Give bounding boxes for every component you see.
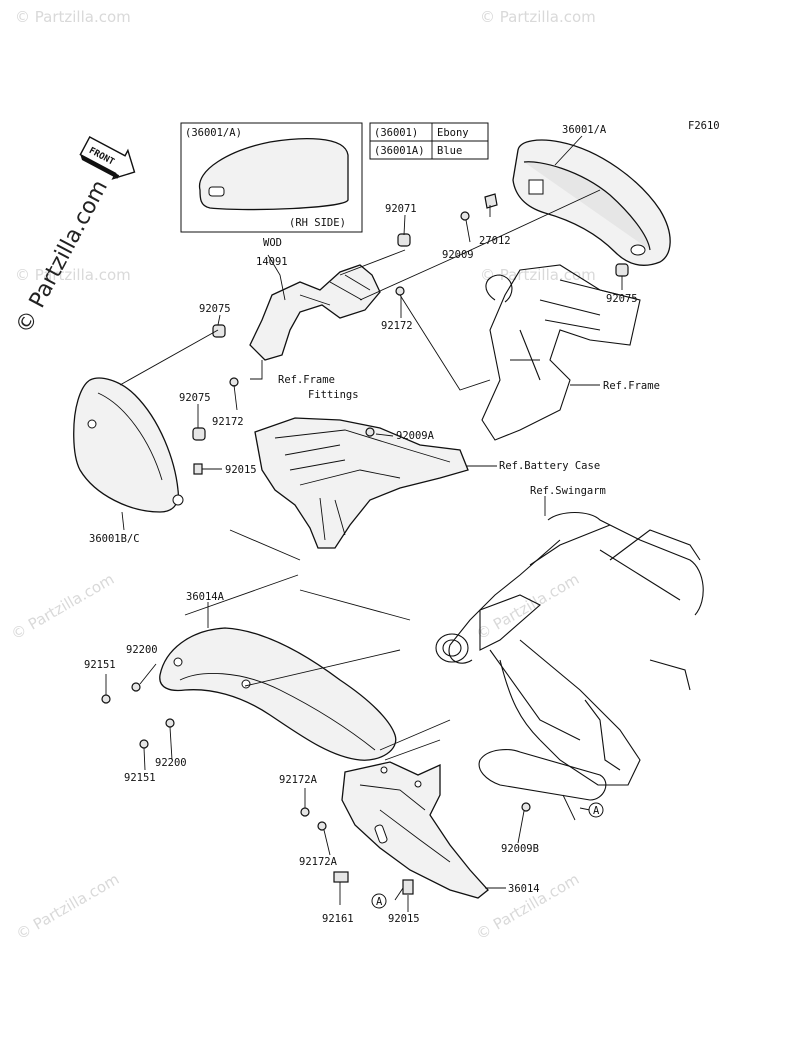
label-92075-right: 92075 [606, 293, 638, 305]
chain-cover-36014A [159, 627, 397, 761]
label-92172A-low: 92172A [299, 856, 338, 868]
ref-a-left: A [376, 896, 383, 908]
label-92075-low: 92075 [179, 392, 211, 404]
watermark-small: © Partzilla.com [15, 8, 131, 26]
legend-code-2: (36001A) [374, 145, 425, 157]
watermark-main: © Partzilla.com [11, 176, 113, 338]
ref-circle-a-right [588, 802, 604, 818]
watermark-small: © Partzilla.com [8, 570, 117, 643]
label-92075-left: 92075 [199, 303, 231, 315]
label-ref-swingarm: Ref.Swingarm [530, 485, 606, 497]
label-36001BC: 36001B/C [89, 533, 140, 545]
label-27012: 27012 [479, 235, 511, 247]
fasteners [101, 193, 629, 895]
label-92009A: 92009A [396, 430, 435, 442]
watermark-small: © Partzilla.com [473, 870, 582, 943]
label-wod: WOD [263, 237, 282, 249]
label-ref-frame-fittings-2: Fittings [308, 389, 359, 401]
side-cover-left [73, 377, 184, 513]
label-36014: 36014 [508, 883, 540, 895]
watermark-small: © Partzilla.com [15, 266, 131, 284]
part-labels: 36001/A 92071 27012 92009 92075 WOD 1409… [84, 124, 660, 925]
label-ref-frame: Ref.Frame [603, 380, 660, 392]
label-ref-battery-case: Ref.Battery Case [499, 460, 600, 472]
label-36014A: 36014A [186, 591, 225, 603]
leader-lines [105, 135, 623, 912]
label-92009B: 92009B [501, 843, 539, 855]
label-ref-frame-fittings-1: Ref.Frame [278, 374, 335, 386]
legend-code-1: (36001) [374, 127, 418, 139]
color-legend: (36001) Ebony (36001A) Blue [369, 122, 489, 160]
bracket-14091 [249, 264, 381, 361]
legend-color-2: Blue [437, 145, 462, 157]
front-arrow-icon: FRONT [79, 136, 136, 180]
label-92161: 92161 [322, 913, 354, 925]
label-92172A-up: 92172A [279, 774, 318, 786]
label-92200-low: 92200 [155, 757, 187, 769]
ref-circle-a-left [371, 893, 387, 909]
label-92151-low: 92151 [124, 772, 156, 784]
ref-a-right: A [593, 805, 600, 817]
swingarm-ref [435, 511, 704, 801]
label-92015-low: 92015 [388, 913, 420, 925]
chain-guard-36014 [341, 761, 489, 899]
label-14091: 14091 [256, 256, 288, 268]
label-92009: 92009 [442, 249, 474, 261]
label-92015-up: 92015 [225, 464, 257, 476]
inset-caption: (RH SIDE) [289, 217, 346, 229]
label-92071: 92071 [385, 203, 417, 215]
inset-rh-side: (36001/A) (RH SIDE) [180, 122, 363, 233]
watermark-small: © Partzilla.com [13, 870, 122, 943]
label-92151-up: 92151 [84, 659, 116, 671]
frame-ref [481, 264, 641, 441]
label-36001A: 36001/A [562, 124, 607, 136]
label-92172-mid: 92172 [381, 320, 413, 332]
legend-color-1: Ebony [437, 127, 469, 139]
inset-title: (36001/A) [185, 127, 242, 139]
label-92200-up: 92200 [126, 644, 158, 656]
label-92172-low: 92172 [212, 416, 244, 428]
figure-code: F2610 [688, 120, 720, 132]
battery-case-tray [254, 417, 469, 549]
watermark-small: © Partzilla.com [480, 8, 596, 26]
side-cover-right [512, 139, 671, 266]
